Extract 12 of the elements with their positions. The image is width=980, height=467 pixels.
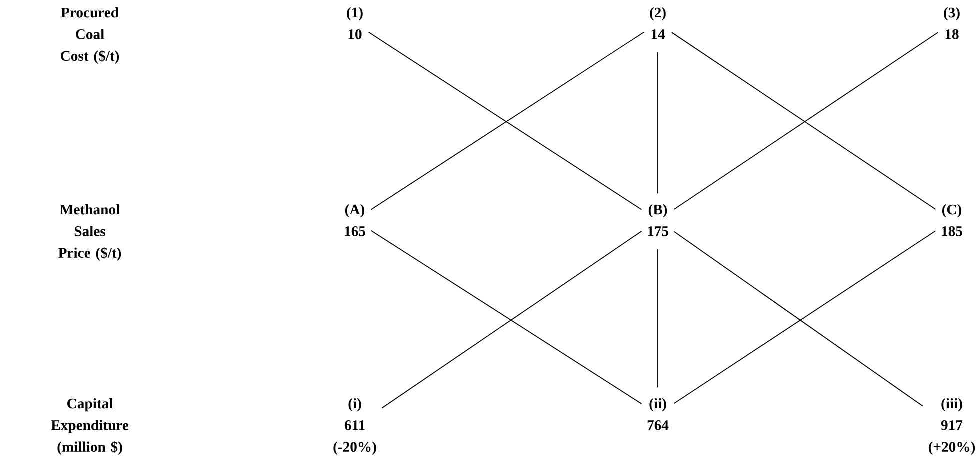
value-label: (C) 185 [942, 204, 962, 236]
value-label: (i) 611 (-20%) [334, 398, 376, 456]
value-label: (1) 10 [347, 7, 363, 40]
row-label: Procured Coal Cost ($/t) [61, 7, 120, 64]
value-label: (ii) 764 [648, 398, 669, 430]
value-label: (iii) 917 (+20%) [928, 398, 976, 456]
value-label: (3) 18 [944, 7, 960, 40]
value-label: (2) 14 [650, 7, 666, 40]
value-label: (B) 175 [648, 204, 668, 236]
row-label: Methanol Sales Price ($/t) [58, 204, 122, 262]
value-label: (A) 165 [345, 204, 366, 236]
row-label: Capital Expenditure (million $) [51, 398, 129, 456]
